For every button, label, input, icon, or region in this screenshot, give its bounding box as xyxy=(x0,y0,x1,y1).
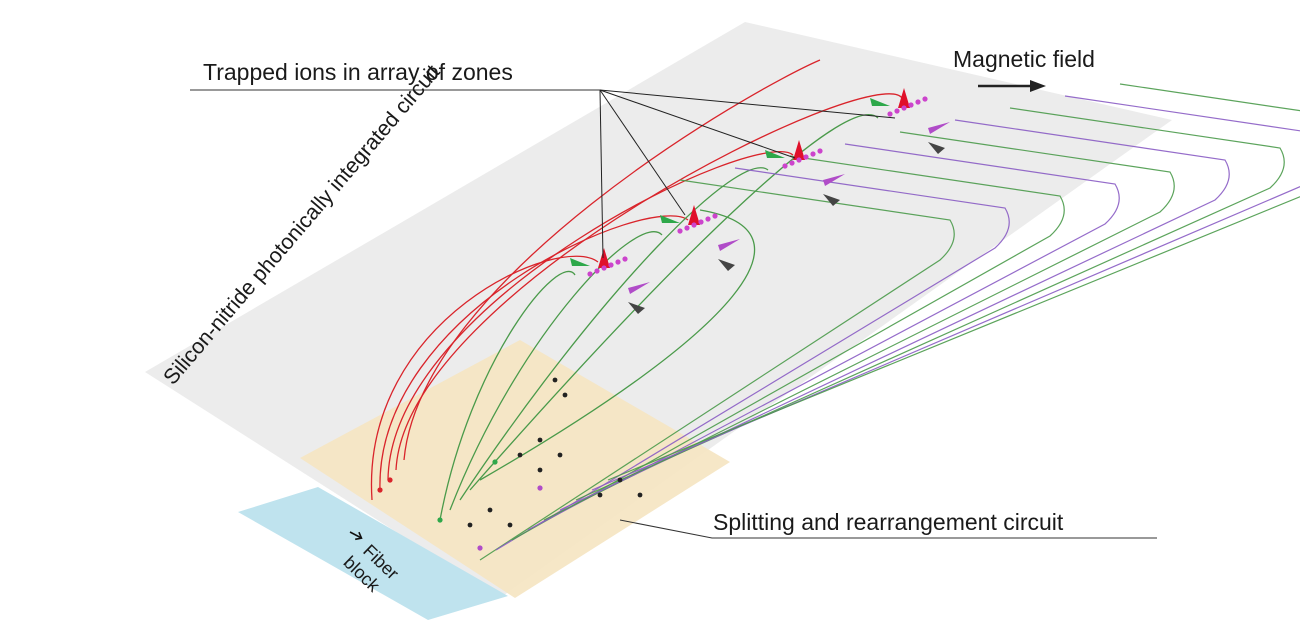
green-waveguide xyxy=(479,209,756,481)
red-beam-icon xyxy=(898,88,910,108)
ion-dot xyxy=(894,108,900,114)
purple-beam-icon xyxy=(823,174,845,186)
ion-dot xyxy=(615,259,621,265)
splitter-junction xyxy=(467,522,473,528)
arrow-right-icon xyxy=(978,80,1046,92)
ion-label-pointers xyxy=(599,89,896,259)
green-beam-icon xyxy=(570,258,590,266)
splitter-junction xyxy=(517,452,523,458)
ion-dot xyxy=(712,213,718,219)
ion-dot xyxy=(915,99,921,105)
ion-dot xyxy=(803,154,809,160)
gray-beam-icon xyxy=(928,142,945,154)
purple-waveguide xyxy=(479,179,955,561)
gray-beam-icon xyxy=(718,259,735,271)
ion-dot xyxy=(810,151,816,157)
red-beam-icon xyxy=(688,205,700,225)
ion-dot xyxy=(608,262,614,268)
ion-dot xyxy=(698,219,704,225)
purple-waveguide xyxy=(511,155,1065,541)
ion-dot xyxy=(817,148,823,154)
purple-waveguide xyxy=(575,107,1285,501)
ion-dot xyxy=(789,160,795,166)
splitter-junction xyxy=(507,522,513,528)
ion-dot xyxy=(705,216,711,222)
green-beam-icon xyxy=(660,215,680,223)
green-waveguide xyxy=(439,270,576,521)
waveguide-bundle xyxy=(370,59,1300,561)
splitter-junction xyxy=(552,377,558,383)
ion-dot xyxy=(796,157,802,163)
purple-waveguide xyxy=(495,167,1010,551)
purple-coupler xyxy=(537,485,543,491)
magnetic-field-label: Magnetic field xyxy=(953,46,1095,72)
ion-dot xyxy=(677,228,683,234)
ion-dot xyxy=(887,111,893,117)
red-beam-icon xyxy=(598,248,610,268)
ion-dot xyxy=(622,256,628,262)
gray-beam-icon xyxy=(628,302,645,314)
splitting-region xyxy=(300,340,730,598)
purple-waveguide xyxy=(543,131,1175,521)
ion-dot xyxy=(782,163,788,169)
ion-dot xyxy=(908,102,914,108)
purple-waveguide xyxy=(527,143,1120,531)
red-coupler xyxy=(387,477,393,483)
splitter-junction xyxy=(562,392,568,398)
ion-zones xyxy=(570,88,950,314)
red-waveguide xyxy=(387,150,794,481)
ion-dot xyxy=(691,222,697,228)
red-waveguide xyxy=(370,255,599,501)
ion-dot xyxy=(601,265,607,271)
green-waveguide xyxy=(449,231,663,511)
ion-dot xyxy=(587,271,593,277)
splitter-junction xyxy=(557,452,563,458)
arrow-right-icon xyxy=(349,531,363,541)
red-waveguide xyxy=(403,59,821,461)
fiber-block xyxy=(238,487,508,620)
green-coupler xyxy=(492,459,498,465)
purple-waveguide xyxy=(559,119,1230,511)
trapped-ions-label: Trapped ions in array of zones xyxy=(203,59,513,85)
green-beam-icon xyxy=(765,150,785,158)
splitter-junction xyxy=(537,437,543,443)
ion-dot xyxy=(684,225,690,231)
ion-dot xyxy=(594,268,600,274)
splitter-junction xyxy=(597,492,603,498)
purple-beam-icon xyxy=(928,122,950,134)
purple-beam-icon xyxy=(628,282,650,294)
splitter-junction xyxy=(537,467,543,473)
splitter-junction xyxy=(617,477,623,483)
splitter-network xyxy=(377,377,643,551)
red-beam-icon xyxy=(793,140,805,160)
splitter-junction xyxy=(487,507,493,513)
green-beam-icon xyxy=(870,98,890,106)
gray-beam-icon xyxy=(823,194,840,206)
ion-dot xyxy=(922,96,928,102)
purple-beam-icon xyxy=(718,239,740,251)
splitting-circuit-label: Splitting and rearrangement circuit xyxy=(713,509,1064,535)
red-waveguide xyxy=(379,215,689,491)
splitting-leader-line xyxy=(619,519,1157,539)
red-waveguide xyxy=(395,93,903,471)
ion-dot xyxy=(901,105,907,111)
green-waveguide xyxy=(469,114,879,491)
splitter-junction xyxy=(637,492,643,498)
red-coupler xyxy=(377,487,383,493)
purple-coupler xyxy=(477,545,483,551)
green-coupler xyxy=(437,517,443,523)
